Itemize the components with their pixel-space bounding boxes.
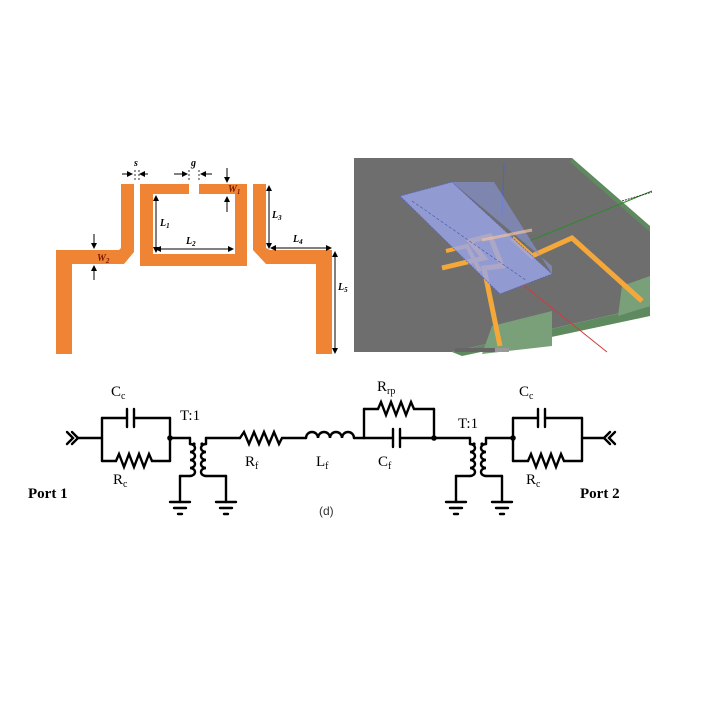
series-inductor [304,430,356,440]
label-rf: Rf [245,454,259,472]
right-transformer [454,436,504,504]
junction-node [431,435,437,441]
layout-svg: s g W1 W2 L1 [56,158,348,354]
port2-connector-icon [602,430,617,446]
label-rrp: Rrp [377,379,395,397]
svg-text:W2: W2 [97,253,110,265]
dim-w1: W1 [224,168,240,212]
resonator-layout-diagram: s g W1 W2 L1 [50,150,350,360]
dim-l2: L2 [155,236,234,252]
equivalent-circuit: Cc Rc T:1 Rf Lf Rrp Cf T:1 Cc Rc Port 1 … [0,365,708,535]
simulation-3d-view [352,156,653,356]
dim-l5: L5 [332,251,348,354]
label-right-rc: Rc [526,472,541,490]
circuit-svg: Cc Rc T:1 Rf Lf Rrp Cf T:1 Cc Rc Port 1 … [28,379,620,518]
axis-red [521,283,608,353]
dim-s: s [122,158,148,182]
ground-icon [168,500,192,516]
left-feed-trace [56,184,134,354]
svg-text:L1: L1 [159,218,170,230]
junction-node [510,435,516,441]
resonator-loop-trace [140,184,247,266]
ground-icon [214,500,238,516]
view3d-svg [352,156,653,356]
svg-text:L3: L3 [271,210,282,222]
svg-text:g: g [190,158,196,169]
dim-l1: L1 [153,195,170,253]
substrate-edge [570,158,650,232]
label-right-cc: Cc [519,384,534,402]
label-left-rc: Rc [113,472,128,490]
port1-connector-icon [65,430,80,446]
port2-label: Port 2 [580,486,620,502]
label-cf: Cf [378,454,392,472]
figure-caption: (d) [319,504,334,518]
left-transformer [178,436,228,504]
label-left-cc: Cc [111,384,126,402]
dim-l3: L3 [266,185,282,249]
right-coupling-network [511,407,584,471]
label-right-transformer: T:1 [458,416,478,432]
svg-text:W1: W1 [228,184,240,196]
series-resistor [238,428,308,448]
left-coupling-network [100,407,172,471]
svg-text:L2: L2 [185,236,196,248]
port1-label: Port 1 [28,486,68,502]
label-lf: Lf [316,454,329,472]
axis-green [521,190,653,245]
svg-text:L4: L4 [292,234,303,246]
junction-node [167,435,173,441]
scale-bar [455,348,495,352]
ground-icon [490,500,514,516]
ground-icon [444,500,468,516]
label-left-transformer: T:1 [180,408,200,424]
dim-w2: W2 [91,234,110,280]
dim-g: g [174,158,212,182]
parallel-rc-network [362,398,472,449]
svg-text:s: s [133,158,138,169]
right-feed-trace [253,184,332,354]
dim-l4: L4 [270,234,332,251]
svg-text:L5: L5 [337,282,348,294]
